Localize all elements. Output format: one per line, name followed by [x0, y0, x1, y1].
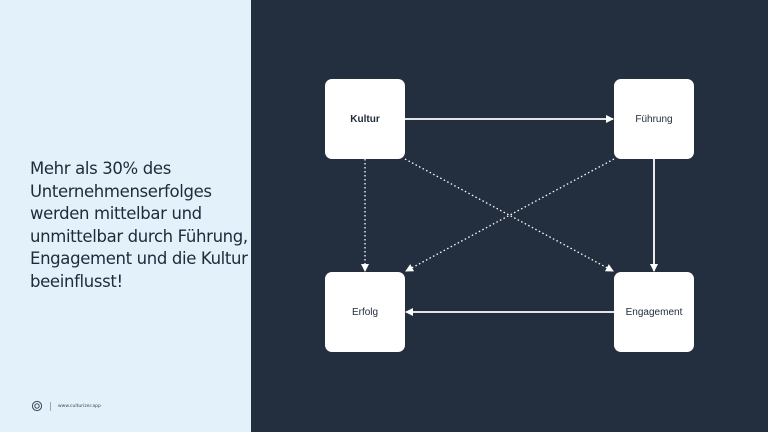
node-erfolg: Erfolg — [325, 272, 405, 352]
node-engagement: Engagement — [614, 272, 694, 352]
brand-url: www.culturizer.app — [58, 403, 101, 409]
edge-kultur-engagement — [404, 158, 614, 272]
diagram-arrows — [361, 115, 658, 316]
edge-fuehrung-erfolg — [405, 158, 615, 272]
headline: Mehr als 30% des Unternehmenserfolges we… — [30, 159, 248, 291]
node-fuehrung: Führung — [614, 79, 694, 159]
left-panel: Mehr als 30% des Unternehmenserfolges we… — [0, 0, 251, 432]
brand-footer: www.culturizer.app — [31, 399, 101, 413]
brand-divider — [50, 401, 51, 411]
diagram-panel: Kultur Führung Erfolg Engagement — [251, 0, 768, 432]
culturizer-logo-icon — [31, 400, 43, 412]
node-kultur: Kultur — [325, 79, 405, 159]
